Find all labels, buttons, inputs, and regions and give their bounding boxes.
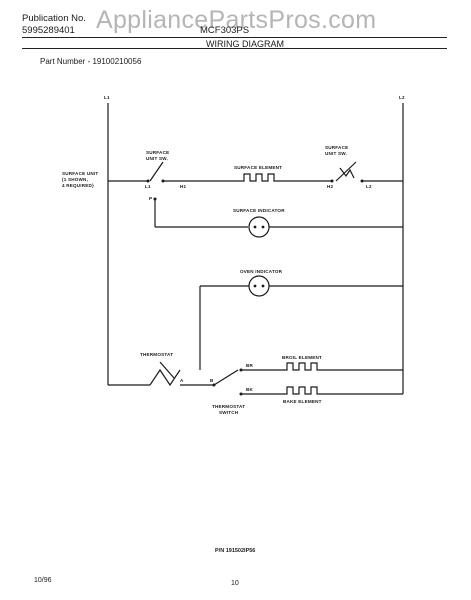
- terminal-h2-label: H2: [327, 184, 334, 189]
- publication-label: Publication No.: [22, 13, 86, 24]
- publication-number: 5995289401: [22, 25, 75, 36]
- surface-sw-terminal-l1: [146, 179, 150, 183]
- terminal-l2-label: L2: [366, 184, 372, 189]
- terminal-p-label: P: [149, 196, 153, 201]
- surface-indicator-label: SURFACE INDICATOR: [233, 208, 285, 213]
- footer-date: 10/96: [34, 577, 52, 584]
- l1-label: L1: [104, 95, 110, 100]
- surface-indicator-lamp: [248, 216, 270, 238]
- surface-unit-switch-right: [335, 161, 357, 182]
- title-rule: [22, 48, 447, 49]
- surface-unit-note: SURFACE UNIT (1 SHOWN, 4 REQUIRED): [62, 171, 99, 188]
- oven-indicator-lamp: [248, 275, 270, 297]
- terminal-a-label: A: [180, 378, 184, 383]
- bake-element-symbol: [283, 386, 322, 395]
- thermostat-label: THERMOSTAT: [140, 352, 174, 357]
- broil-element-label: BROIL ELEMENT: [282, 355, 323, 360]
- model-number: MCF303PS: [200, 25, 250, 36]
- header-rule: [22, 37, 447, 38]
- terminal-br-label: BR: [246, 363, 254, 368]
- terminal-h1-label: H1: [180, 184, 187, 189]
- surface-element-label: SURFACE ELEMENT: [234, 165, 283, 170]
- thermostat-switch-label: THERMOSTAT SWITCH: [212, 404, 246, 415]
- terminal-bk-label: BK: [246, 387, 254, 392]
- oven-indicator-label: OVEN INDICATOR: [240, 269, 283, 274]
- diagram-part-number: P/N 191502IP56: [215, 548, 256, 554]
- watermark: AppliancePartsPros.com: [96, 6, 377, 34]
- bake-element-label: BAKE ELEMENT: [283, 399, 322, 404]
- thermostat-symbol: [149, 368, 181, 387]
- part-number: Part Number - 19100210056: [40, 57, 142, 66]
- surface-unit-sw-left-label: SURFACE UNIT SW.: [146, 150, 170, 161]
- thermostat-arrow: [159, 361, 175, 379]
- surface-element-symbol: [240, 173, 280, 182]
- page-title: WIRING DIAGRAM: [206, 39, 284, 49]
- footer-page-number: 10: [231, 580, 239, 587]
- broil-element-symbol: [283, 362, 322, 371]
- surface-switch-heater-zigzag: [339, 167, 355, 179]
- surface-sw-terminal-h2: [330, 179, 334, 183]
- surface-unit-switch-left: [149, 161, 164, 182]
- surface-unit-sw-right-label: SURFACE UNIT SW.: [325, 145, 349, 156]
- terminal-b-label: B: [210, 378, 214, 383]
- l2-label: L2: [399, 95, 405, 100]
- thermostat-switch-blade: [213, 369, 239, 386]
- terminal-l1-label: L1: [145, 184, 151, 189]
